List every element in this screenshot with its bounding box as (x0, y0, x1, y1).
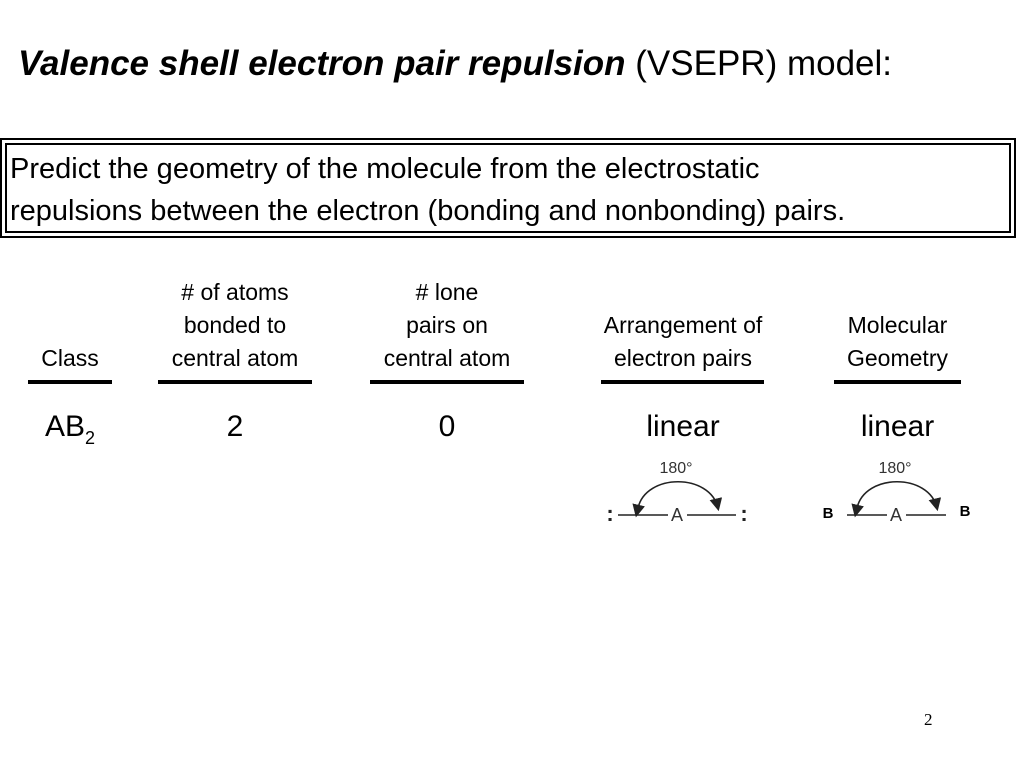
definition-box: Predict the geometry of the molecule fro… (0, 138, 1016, 238)
definition-text: Predict the geometry of the molecule fro… (10, 148, 845, 232)
value-lone-pairs: 0 (438, 410, 456, 443)
header-class-line-1: Class (41, 345, 99, 371)
header-arrangement: Arrangement of electron pairs (578, 280, 788, 375)
title-emphasis: Valence shell electron pair repulsion (18, 44, 626, 83)
slide-title: Valence shell electron pair repulsion (V… (18, 44, 892, 84)
header-lone-pairs: # lone pairs on central atom (362, 279, 532, 375)
header-class-underline (28, 380, 112, 384)
header-lone-pairs-underline (370, 380, 524, 384)
header-arrangement-line-2: electron pairs (613, 345, 753, 371)
definition-line-1: Predict the geometry of the molecule fro… (10, 153, 760, 185)
geometry-diagram: 180° B A B (823, 460, 971, 525)
arrangement-center-atom: A (671, 505, 683, 525)
header-atoms-bonded-line-1: # of atoms (181, 279, 289, 305)
geometry-left-atom-b: B (823, 505, 834, 522)
header-lone-pairs-line-2: pairs on (406, 312, 488, 338)
header-geometry-line-2: Geometry (847, 345, 948, 371)
header-geometry-line-1: Molecular (847, 312, 948, 338)
header-atoms-bonded-line-2: bonded to (183, 312, 287, 338)
arrangement-angle-label: 180° (659, 460, 692, 477)
geometry-right-atom-b: B (960, 503, 971, 520)
header-atoms-bonded: # of atoms bonded to central atom (150, 279, 320, 375)
arrangement-diagram: 180° : A : (606, 460, 747, 526)
arrangement-angle-arc (632, 480, 723, 518)
value-class: AB2 (20, 410, 120, 449)
header-class: Class (20, 280, 120, 375)
header-geometry: Molecular Geometry (820, 280, 975, 375)
arrangement-left-lone-pair: : (606, 501, 613, 526)
geometry-angle-label: 180° (878, 460, 911, 477)
definition-box-inner-border (5, 143, 1011, 233)
header-geometry-underline (834, 380, 961, 384)
title-rest: (VSEPR) model: (625, 44, 892, 83)
value-arrangement: linear (646, 410, 720, 443)
definition-line-2: repulsions between the electron (bonding… (10, 195, 846, 227)
header-arrangement-line-1: Arrangement of (603, 312, 763, 338)
value-atoms-bonded: 2 (226, 410, 244, 443)
arrangement-right-lone-pair: : (740, 501, 747, 526)
header-arrangement-underline (601, 380, 764, 384)
header-lone-pairs-line-3: central atom (383, 345, 511, 371)
header-atoms-bonded-underline (158, 380, 312, 384)
geometry-center-atom: A (890, 505, 902, 525)
header-lone-pairs-line-1: # lone (415, 279, 479, 305)
value-class-subscript: 2 (85, 428, 96, 448)
page-number: 2 (924, 710, 933, 729)
value-geometry: linear (860, 410, 935, 443)
geometry-angle-arc (851, 480, 942, 518)
value-class-base: AB (44, 410, 85, 443)
header-atoms-bonded-line-3: central atom (171, 345, 299, 371)
